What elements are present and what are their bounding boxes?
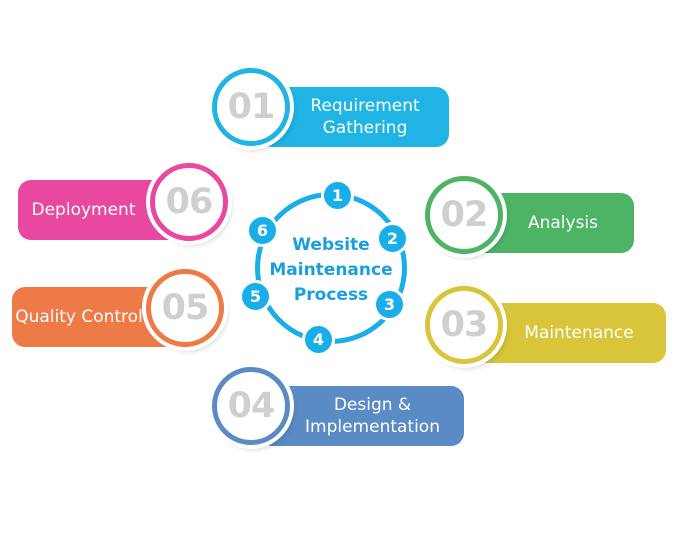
step-03-number-badge: 03 [425, 286, 503, 364]
hub-node-6: 6 [246, 214, 279, 247]
step-06-number-badge: 06 [150, 163, 228, 241]
step-05-label: Quality Control [15, 307, 143, 327]
step-04-label: Design & Implementation [305, 395, 440, 437]
step-05-number-badge: 05 [146, 269, 224, 347]
hub-node-3: 3 [373, 288, 406, 321]
step-04-number-badge: 04 [212, 367, 290, 445]
step-01-number-badge: 01 [212, 68, 290, 146]
step-02-label: Analysis [527, 213, 599, 233]
step-01-pill: Requirement Gathering [259, 87, 449, 147]
step-06-label: Deployment [31, 200, 136, 220]
step-01-label: Requirement Gathering [310, 96, 420, 138]
step-03-label: Maintenance [524, 323, 634, 343]
step-03-pill: Maintenance [470, 303, 666, 363]
hub-node-1: 1 [321, 179, 354, 212]
center-hub-title: Website Maintenance Process [269, 235, 393, 305]
hub-node-2: 2 [376, 222, 409, 255]
hub-node-5: 5 [239, 280, 272, 313]
step-02-number-badge: 02 [425, 176, 503, 254]
hub-node-4: 4 [302, 323, 335, 356]
step-04-pill: Design & Implementation [259, 386, 464, 446]
